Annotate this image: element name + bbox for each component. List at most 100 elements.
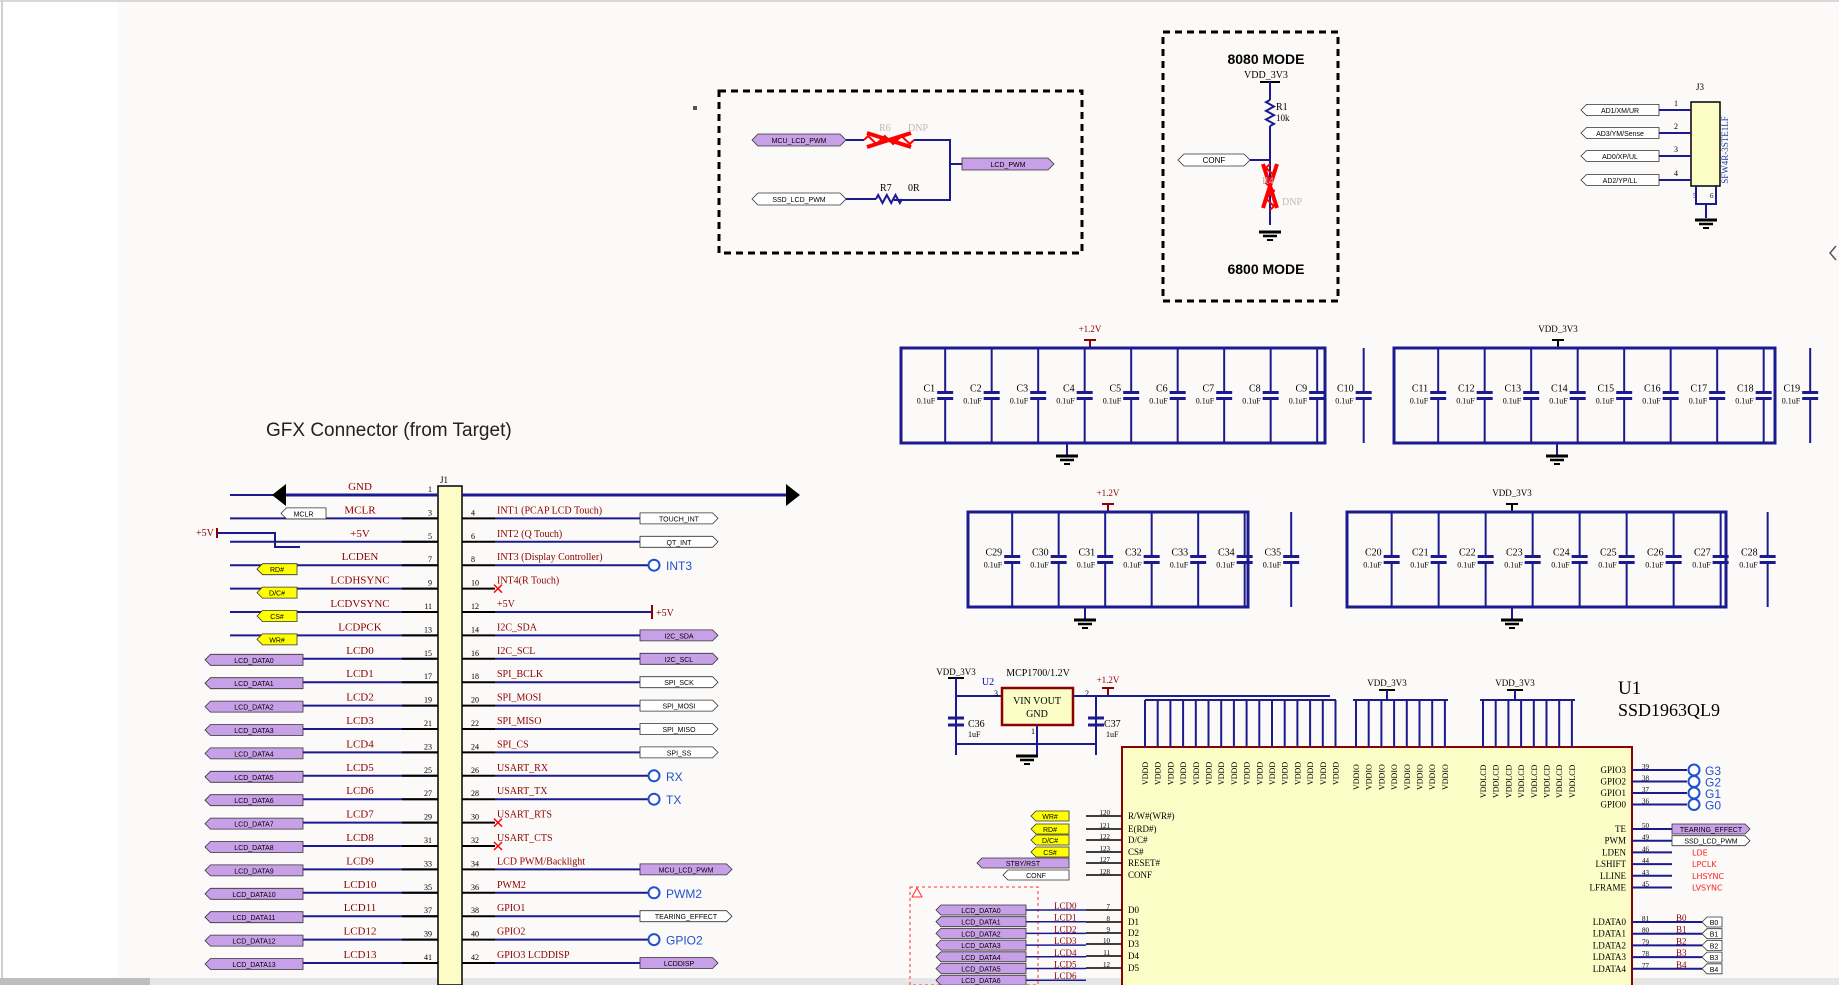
j1-pin-num: 9 [428, 579, 432, 588]
j1-net-label: LCD13 [344, 949, 378, 961]
pin-name: VDDD [1230, 762, 1239, 785]
pin-name: LDATA0 [1593, 917, 1627, 927]
j1-net-label: LCD7 [346, 809, 374, 821]
port-label: G2 [1705, 776, 1721, 790]
scrollbar-thumb[interactable] [0, 978, 150, 985]
j1-pin-num: 40 [471, 930, 479, 939]
ground-symbol-icon [1695, 218, 1717, 229]
pin-name: D3 [1128, 939, 1139, 949]
j1-net-label: SPI_BCLK [497, 669, 544, 680]
u1-data-port: LCD_DATA1 [935, 916, 1027, 928]
j1-net-label: LCD8 [346, 832, 374, 844]
cap-value: 1uF [968, 730, 981, 739]
pin-num: 45 [1642, 881, 1650, 889]
capacitor-icon [1216, 348, 1233, 443]
pin-name: VDDIO [1416, 764, 1425, 790]
cap-ref: C29 [986, 548, 1003, 559]
j3-port: AD1/XM/UR [1580, 104, 1660, 116]
port-shape [1671, 835, 1751, 847]
j1-net-label: LCDHSYNC [330, 575, 389, 587]
cap-ref: C33 [1172, 548, 1189, 559]
port-label: I2C_SCL [665, 657, 694, 664]
cap-value: 0.1uF [1739, 561, 1758, 570]
cap-ref: C35 [1265, 548, 1282, 559]
port-circle-icon [1687, 786, 1701, 800]
capacitor-bank-row2b: VDD_3V3C200.1uFC210.1uFC220.1uFC230.1uFC… [1345, 488, 1776, 629]
port-shape [204, 817, 304, 830]
u1-data-port: LCD_DATA2 [935, 928, 1027, 939]
bank-rails [1345, 510, 1728, 609]
port-shape [204, 794, 304, 807]
u1-data-port: LCD_DATA6 [935, 974, 1027, 985]
port-conf: CONF [1177, 153, 1251, 167]
u2-ref: U2 [982, 677, 994, 688]
j1-pin-num: 34 [471, 859, 479, 868]
port-shape [639, 699, 719, 712]
pin-name: VDDLCD [1517, 764, 1526, 798]
pin-num: 78 [1642, 950, 1650, 958]
j1-net-label: LCD11 [344, 902, 377, 914]
u2-gnd-pin: GND [1026, 709, 1048, 720]
pin-num: 8 [1107, 915, 1111, 923]
capacitor-icon [1123, 348, 1140, 443]
plus5v-label: +5V [196, 528, 215, 539]
j1-net-label: USART_RX [497, 763, 549, 774]
capacitor-icon [1712, 512, 1729, 607]
j1-pin-num: 13 [424, 625, 432, 634]
pin-num: 123 [1100, 845, 1111, 853]
capacitor-icon [1571, 512, 1588, 607]
u1-part: SSD1963QL9 [1618, 700, 1720, 720]
u1-left-port: CONF [1002, 869, 1070, 881]
u1-ref: U1 [1618, 678, 1641, 699]
pin-name: VDDD [1293, 762, 1302, 785]
cap-ref: C28 [1741, 548, 1758, 559]
cap-ref: C17 [1691, 384, 1708, 395]
j3-body [1690, 101, 1721, 187]
pin-name: VDDD [1192, 762, 1201, 785]
pin-num: 49 [1642, 834, 1650, 842]
j1-net-label: LCD9 [346, 855, 374, 867]
mode-8080-label: 8080 MODE [1227, 51, 1304, 67]
j1-net-label: I2C_SDA [497, 622, 538, 633]
pin-num: 10 [1103, 937, 1111, 945]
port-shape [1030, 846, 1070, 858]
collapse-arrow-icon[interactable] [1829, 245, 1837, 261]
dnp-region [909, 886, 1039, 985]
port-label: GPIO2 [666, 934, 703, 948]
port-label: +5V [656, 608, 675, 619]
j1-net-label: GND [348, 481, 372, 493]
port-label: LCD_DATA11 [233, 915, 276, 922]
u1-data-port: LCD_DATA5 [935, 963, 1027, 974]
j1-pin-num: 17 [424, 672, 432, 681]
r4-dnp-label: DNP [1282, 197, 1302, 208]
port-label: MCLR [294, 511, 314, 518]
port-shape [1030, 834, 1070, 846]
capacitor-icon [1076, 348, 1093, 443]
port-shape [1030, 810, 1070, 822]
j1-net-label: LCDPCK [338, 621, 381, 633]
port-label: SPI_SCK [664, 680, 694, 687]
capacitor-icon [1355, 348, 1372, 443]
j1-net-label: GPIO3 LCDDISP [497, 950, 570, 961]
net-label: B0 [1676, 913, 1687, 923]
cap-value: 0.1uF [1503, 397, 1522, 406]
port-label: RD# [270, 567, 284, 574]
port-label: SPI_MOSI [662, 704, 695, 711]
port-label: B2 [1710, 943, 1719, 950]
j1-pin-num: 15 [424, 649, 432, 658]
port-label: CONF [1203, 156, 1226, 165]
j1-net-label: LCD12 [344, 926, 377, 938]
port-label: SSD_LCD_PWM [1684, 839, 1737, 846]
power-tee-icon [1506, 503, 1518, 510]
cap-value: 0.1uF [1549, 397, 1568, 406]
bottom-scrollbar[interactable] [0, 978, 1839, 985]
port-label: G0 [1705, 799, 1721, 813]
pin-name: LDEN [1602, 847, 1626, 857]
port-label: LCD_DATA6 [234, 798, 274, 805]
j1-right-port: TOUCH_INT [639, 512, 719, 525]
cap-value: 0.1uF [1242, 397, 1261, 406]
port-label: LCD_DATA0 [961, 908, 1001, 915]
port-shape [639, 863, 733, 876]
j1-left-port: LCD_DATA6 [204, 794, 304, 807]
j3-pin-num: 6 [1710, 192, 1714, 200]
